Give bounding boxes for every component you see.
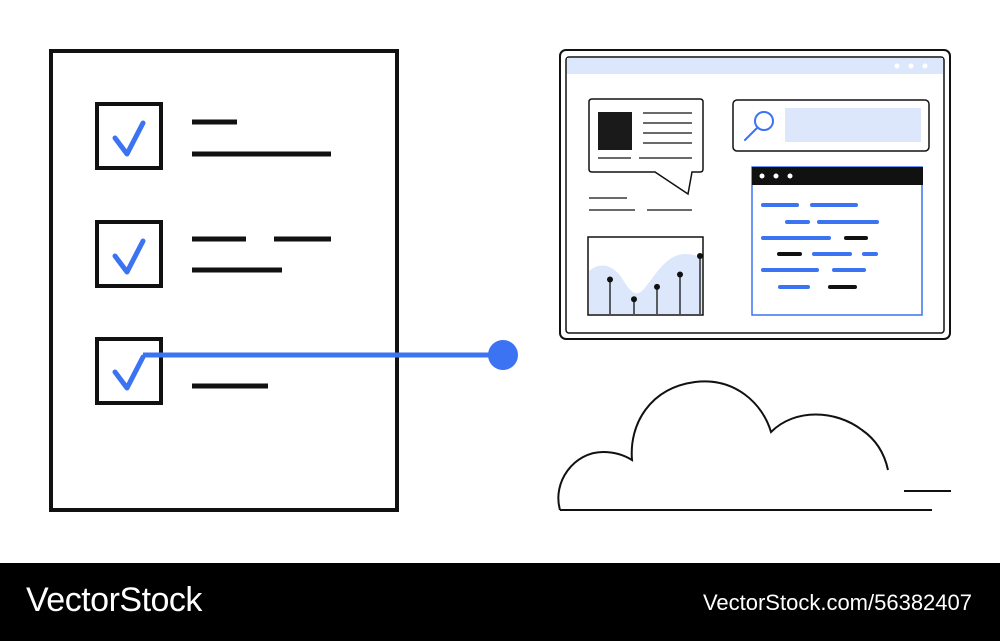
search-icon — [754, 111, 774, 131]
footer-bar: VectorStock VectorStock.com/56382407 — [0, 563, 1000, 641]
window-dot — [773, 173, 779, 179]
browser-titlebar — [567, 58, 943, 74]
window-dot — [787, 173, 793, 179]
browser-inner — [565, 56, 945, 334]
chart-point — [631, 296, 637, 303]
window-dot — [908, 63, 914, 69]
checkmark-icon — [112, 354, 146, 391]
search-icon-handle — [744, 127, 758, 141]
brand-logo: VectorStock — [26, 581, 202, 619]
checklist-item-3 — [95, 337, 268, 405]
checkbox — [95, 220, 163, 288]
checklist-item-2 — [95, 220, 331, 288]
checkbox — [95, 337, 163, 405]
chart-point — [677, 271, 683, 278]
checkbox — [95, 102, 163, 170]
illustration — [49, 49, 951, 512]
checkmark-icon — [112, 238, 146, 275]
chart-marks — [607, 253, 703, 314]
window-dot — [894, 63, 900, 69]
connector-node — [488, 340, 518, 370]
chart-card — [587, 236, 704, 316]
code-frame — [751, 166, 923, 316]
checklist-document — [49, 49, 399, 512]
search-field — [785, 108, 921, 142]
image-placeholder — [598, 112, 632, 150]
cloud-outline — [557, 380, 889, 511]
message-card — [588, 98, 704, 211]
chart-point — [654, 283, 660, 290]
window-dot — [922, 63, 928, 69]
code-window — [751, 166, 923, 316]
chart-point — [697, 253, 703, 260]
checkmark-icon — [112, 120, 146, 157]
cloud-icon — [557, 380, 951, 511]
connector — [143, 340, 518, 370]
code-titlebar — [752, 167, 923, 185]
search-bar — [732, 99, 930, 152]
chart-area — [589, 254, 702, 314]
checklist-item-1 — [95, 102, 331, 170]
window-dot — [759, 173, 765, 179]
browser-window — [559, 49, 951, 340]
image-url: VectorStock.com/56382407 — [702, 590, 972, 615]
code-lines — [761, 203, 879, 289]
chart-point — [607, 276, 613, 283]
